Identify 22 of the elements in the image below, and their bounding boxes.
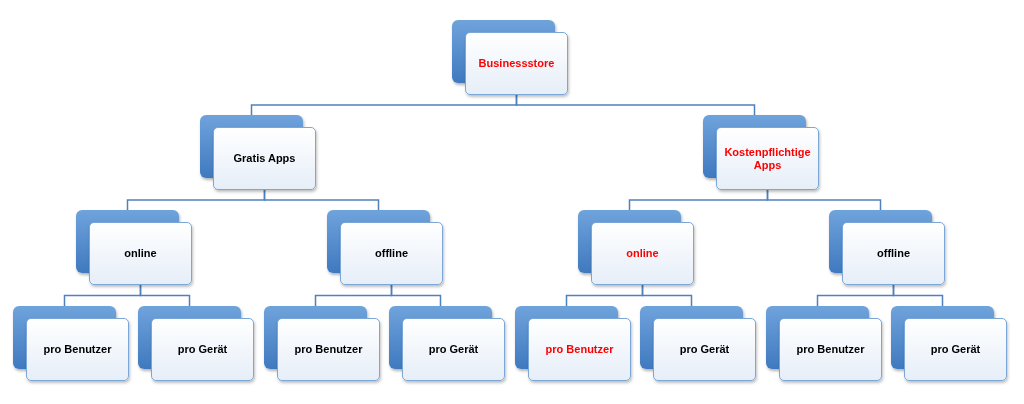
- node-label: Gratis Apps: [233, 152, 296, 165]
- node-label: Kostenpflichtige Apps: [723, 145, 812, 172]
- node-label: online: [626, 247, 659, 260]
- node-label: Businessstore: [478, 57, 555, 70]
- node-label: pro Gerät: [177, 343, 228, 356]
- connector-line: [515, 94, 756, 116]
- node-label: online: [124, 247, 157, 260]
- connector-line: [641, 284, 693, 307]
- connector-line: [390, 284, 442, 307]
- connector-line: [139, 284, 191, 307]
- node-label: offline: [877, 247, 910, 260]
- node-label: pro Benutzer: [294, 343, 363, 356]
- node-label: pro Gerät: [428, 343, 479, 356]
- node-label: pro Benutzer: [545, 343, 614, 356]
- node-label: pro Gerät: [930, 343, 981, 356]
- connector-line: [892, 284, 944, 307]
- node-label: pro Gerät: [679, 343, 730, 356]
- connector-line: [263, 189, 380, 211]
- node-label: offline: [375, 247, 408, 260]
- connector-line: [766, 189, 882, 211]
- node-label: pro Benutzer: [796, 343, 865, 356]
- node-label: pro Benutzer: [43, 343, 112, 356]
